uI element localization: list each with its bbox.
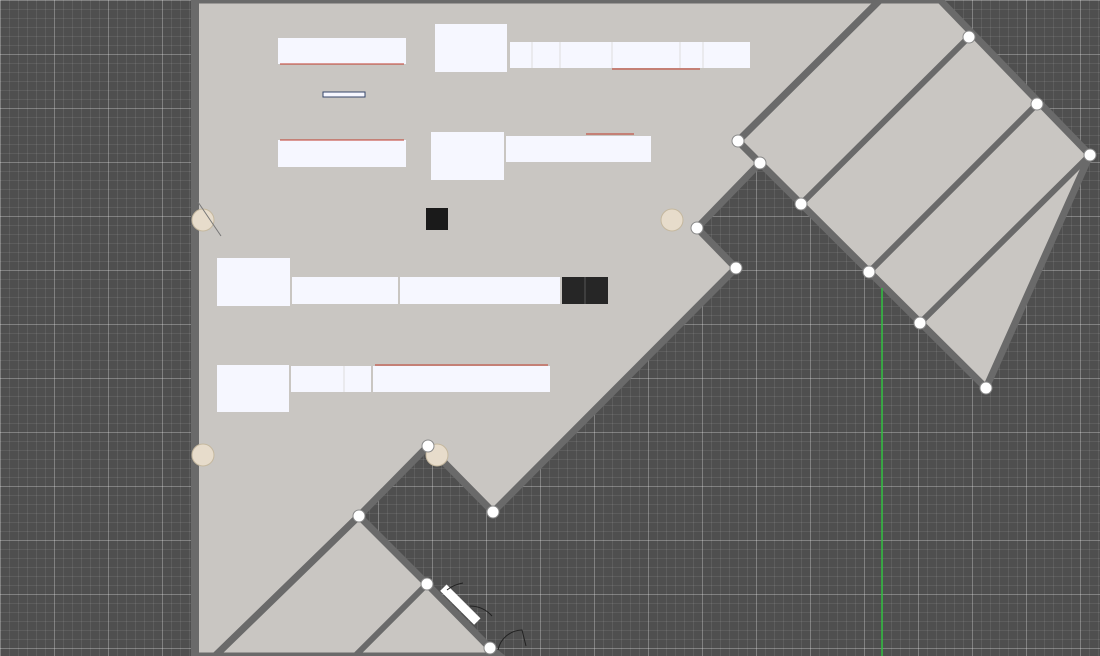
wing-divider-3 bbox=[917, 152, 1093, 326]
corridor-wall bbox=[352, 581, 430, 656]
circle-node-icon[interactable] bbox=[862, 265, 876, 279]
round-light-icon[interactable] bbox=[191, 443, 215, 467]
wing-divider-1 bbox=[798, 34, 972, 207]
circle-node-icon[interactable] bbox=[913, 316, 927, 330]
fixture-row-3[interactable] bbox=[217, 258, 608, 306]
light-cord bbox=[197, 201, 222, 237]
door-swing-icon[interactable] bbox=[440, 582, 527, 651]
wall-nodes[interactable] bbox=[352, 30, 1097, 655]
circle-node-icon[interactable] bbox=[753, 156, 767, 170]
circle-node-icon[interactable] bbox=[1030, 97, 1044, 111]
circle-node-icon[interactable] bbox=[420, 577, 434, 591]
column-marker[interactable] bbox=[426, 208, 448, 230]
fixture-row-2[interactable] bbox=[278, 132, 651, 180]
fixture-row-4[interactable] bbox=[217, 364, 550, 412]
wing-divider-2 bbox=[866, 101, 1040, 275]
fixture-row-1[interactable] bbox=[278, 24, 750, 72]
small-bar[interactable] bbox=[322, 91, 366, 98]
circle-node-icon[interactable] bbox=[794, 197, 808, 211]
circle-node-icon[interactable] bbox=[1083, 148, 1097, 162]
circle-node-icon[interactable] bbox=[486, 505, 500, 519]
round-light-icon[interactable] bbox=[660, 208, 684, 232]
circle-node-icon[interactable] bbox=[421, 439, 435, 453]
circle-node-icon[interactable] bbox=[483, 641, 497, 655]
circle-node-icon[interactable] bbox=[729, 261, 743, 275]
circle-node-icon[interactable] bbox=[962, 30, 976, 44]
circle-node-icon[interactable] bbox=[731, 134, 745, 148]
circle-node-icon[interactable] bbox=[690, 221, 704, 235]
circle-node-icon[interactable] bbox=[352, 509, 366, 523]
circle-node-icon[interactable] bbox=[979, 381, 993, 395]
